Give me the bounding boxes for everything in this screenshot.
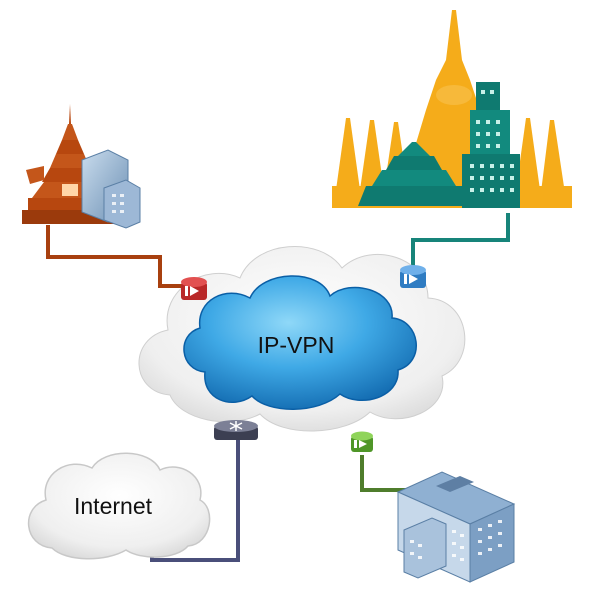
router-icon	[214, 420, 258, 440]
router-icon	[351, 431, 373, 452]
router-icon	[181, 277, 207, 300]
link-golden-pagoda-to-vpn	[411, 213, 510, 268]
golden-pagoda-site-icon	[332, 10, 572, 208]
link-office-to-vpn	[360, 455, 412, 492]
link-pagoda-to-vpn	[46, 225, 194, 288]
ip-vpn-label: IP-VPN	[258, 332, 335, 358]
internet-cloud-icon: Internet	[28, 452, 211, 560]
office-building-icon	[396, 471, 516, 583]
router-icon	[400, 265, 426, 288]
pagoda-site-icon	[22, 104, 141, 229]
ip-vpn-cloud-icon: IP-VPN	[183, 275, 417, 410]
internet-label: Internet	[74, 493, 153, 519]
